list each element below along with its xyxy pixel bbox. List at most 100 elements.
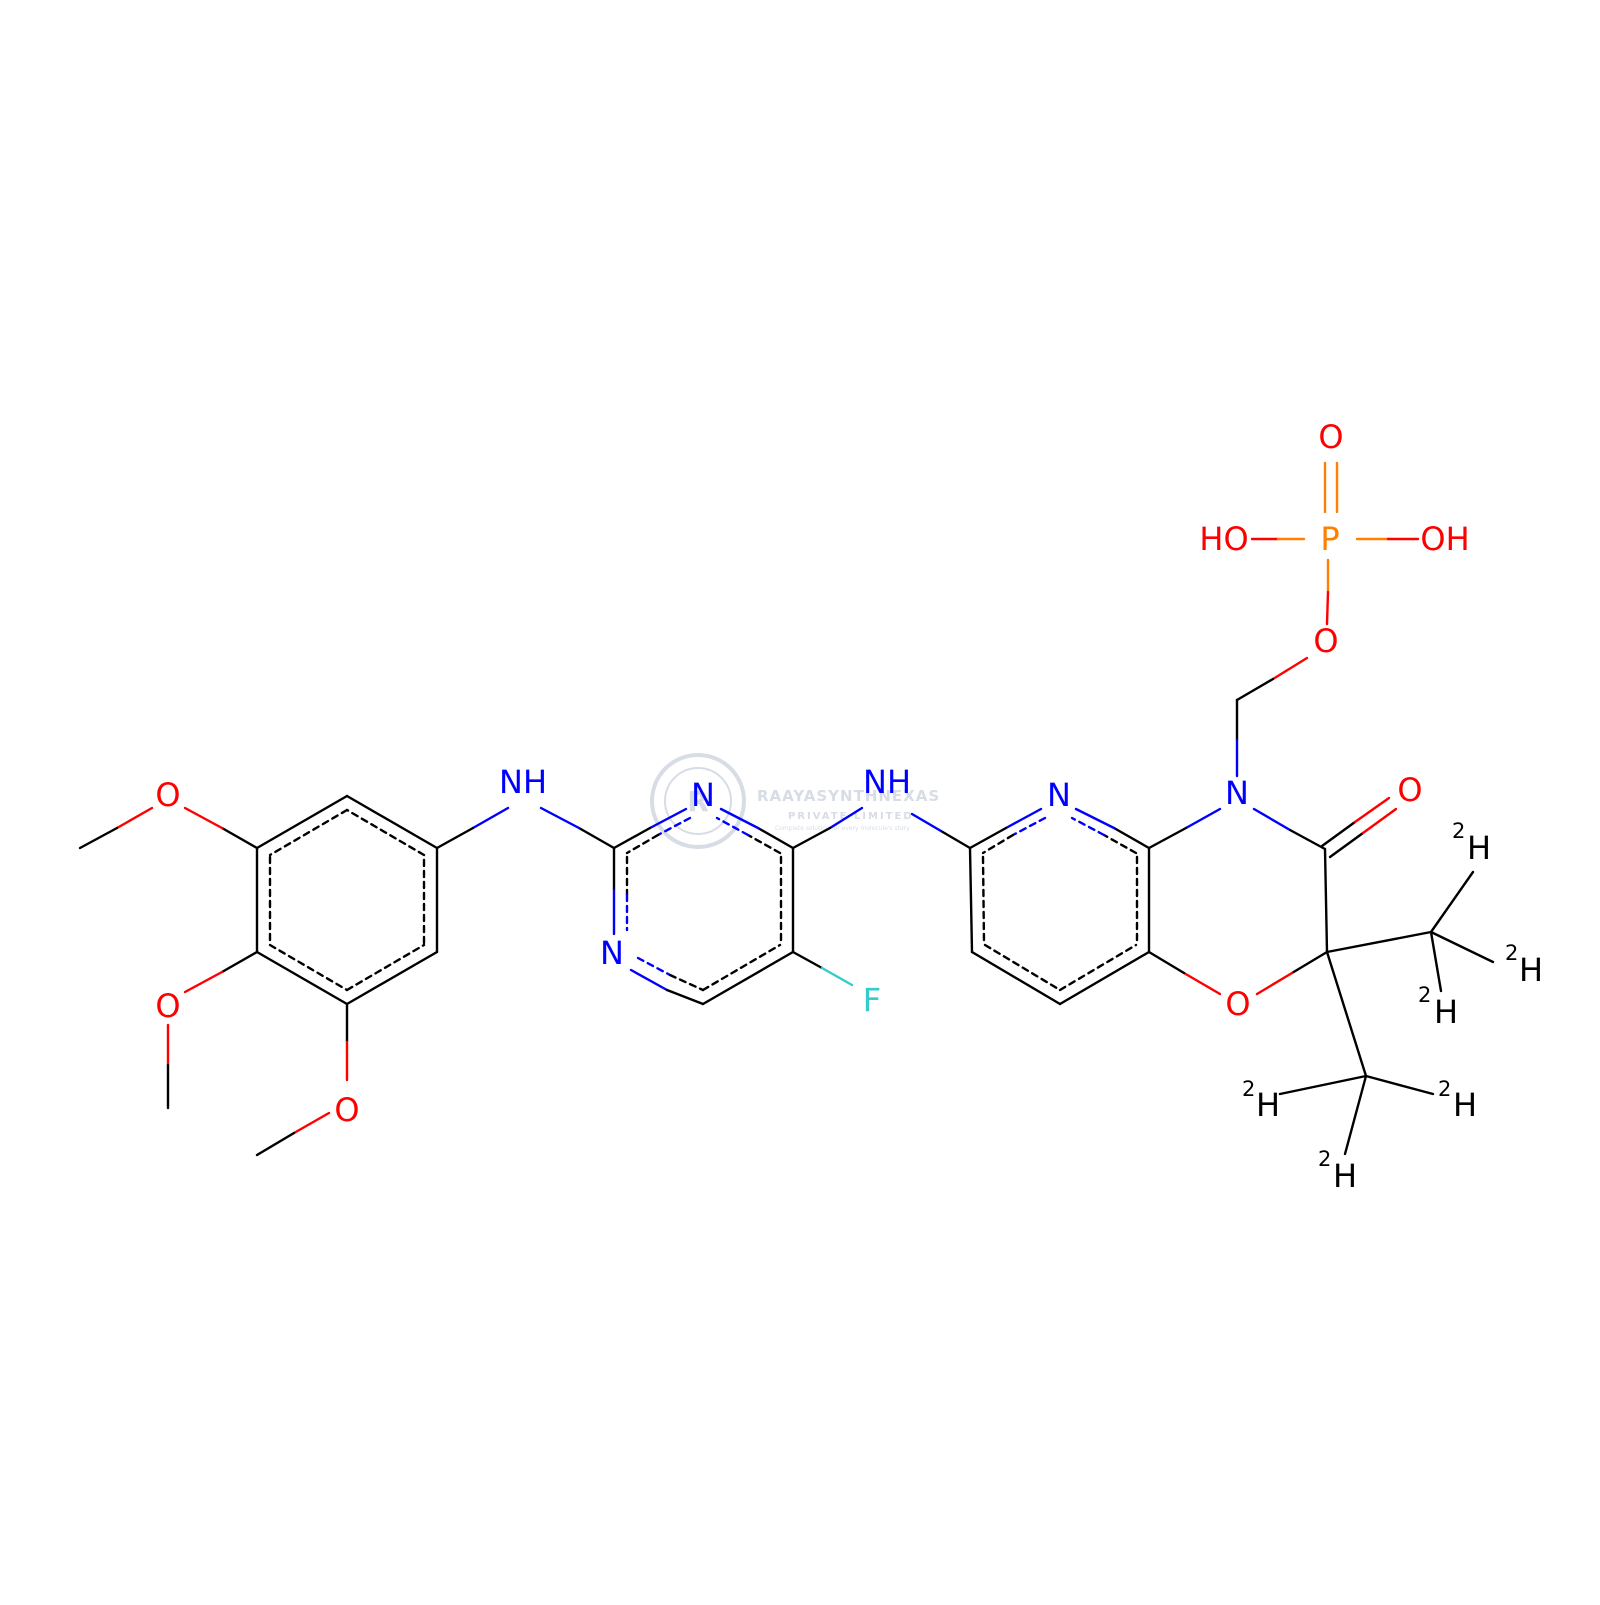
bond-c4-c4a-aromatic bbox=[1058, 943, 1138, 992]
atom-oh-right: OH bbox=[1420, 520, 1469, 558]
bond-n-c3-c bbox=[1288, 828, 1327, 851]
isotope-superscript: 2 bbox=[1438, 1077, 1451, 1101]
atom-p: P bbox=[1320, 520, 1339, 558]
watermark-seal-inner bbox=[664, 767, 732, 835]
bond-c2-cd3-a bbox=[1325, 930, 1433, 954]
bond-c2-o-c bbox=[1290, 950, 1329, 975]
bond-o-me-bot-o bbox=[292, 1111, 331, 1135]
bond-o-c4a-c bbox=[1147, 950, 1186, 975]
bond-c5ph-c6ph-aromatic bbox=[345, 943, 426, 992]
bond-c8a-npy-arom-n bbox=[1070, 816, 1106, 837]
bond-c2pym-nh-c bbox=[577, 826, 616, 850]
bond-n3-c2pym-c bbox=[612, 826, 652, 850]
bond-c3ph-o-o bbox=[183, 806, 224, 830]
bond-c4ph-c5ph-aromatic bbox=[268, 943, 349, 992]
bond-c5-c4 bbox=[970, 950, 1062, 1006]
bond-c3-o-double-a-c bbox=[1328, 831, 1365, 859]
bond-c2-o-o bbox=[1255, 971, 1294, 996]
bond-o-ch2-o bbox=[1271, 656, 1309, 681]
bond-n3-c2pym-n bbox=[648, 807, 688, 830]
atom-n-oxazinone: N bbox=[1225, 774, 1249, 812]
atom-deuterium-4: 2 H bbox=[1242, 1077, 1280, 1124]
atom-deuterium-3: 2 H bbox=[1418, 983, 1458, 1031]
bond-o-me-bot-c bbox=[255, 1131, 296, 1157]
bond-layer bbox=[78, 461, 1495, 1157]
bond-n-c3-n bbox=[1252, 807, 1292, 832]
bond-c4ph-o-c bbox=[220, 950, 259, 974]
bond-c6pym-c5pym bbox=[701, 950, 795, 1006]
bond-o-c4a-o bbox=[1182, 971, 1222, 996]
bond-c8a-npy-c bbox=[1112, 826, 1151, 850]
atom-n-pyrimidine-top: N bbox=[691, 776, 715, 814]
bond-c5pym-f-c bbox=[791, 950, 824, 970]
bond-npy-c6-arom-c bbox=[981, 833, 1015, 855]
bond-c3ph-o-c bbox=[220, 826, 259, 850]
atom-nh-left: NH bbox=[499, 763, 547, 801]
atom-d-symbol: H bbox=[1453, 1086, 1477, 1124]
atom-o-methoxy-top: O bbox=[155, 776, 180, 814]
atom-deuterium-6: 2 H bbox=[1318, 1147, 1357, 1195]
atom-o-linker: O bbox=[1313, 622, 1338, 660]
bond-c8a-npy-arom-c bbox=[1102, 833, 1138, 855]
watermark-seal-letter: R bbox=[687, 785, 709, 818]
atom-ho-left: HO bbox=[1199, 520, 1248, 558]
atom-n-pyridine: N bbox=[1047, 776, 1071, 814]
bond-n3-c2pym-arom-n bbox=[656, 816, 692, 837]
bond-npy-c6-c bbox=[968, 826, 1008, 850]
bond-c4pym-n3-arom-c bbox=[746, 833, 782, 855]
bond-c4ph-c5ph bbox=[255, 950, 349, 1006]
bond-o-me-top-o bbox=[115, 806, 154, 830]
isotope-superscript: 2 bbox=[1418, 983, 1431, 1007]
bond-c6-c5 bbox=[968, 846, 974, 954]
bond-nh-c1ph-n bbox=[471, 806, 510, 830]
atom-deuterium-2: 2 H bbox=[1505, 941, 1543, 989]
bond-nh-c1ph-c bbox=[435, 826, 475, 850]
bond-n-c8a-n bbox=[1184, 807, 1222, 830]
bond-c3-o-double-b-o bbox=[1353, 796, 1391, 824]
bond-c3-c2 bbox=[1323, 847, 1329, 954]
atom-nh-right: NH bbox=[863, 763, 911, 801]
bond-cd3a-d3 bbox=[1429, 930, 1443, 993]
atom-d-symbol: H bbox=[1333, 1157, 1357, 1195]
bond-c4-c4a bbox=[1058, 950, 1151, 1006]
bond-c5-c4-aromatic bbox=[983, 943, 1062, 992]
atom-o-methoxy-bottom: O bbox=[334, 1091, 359, 1129]
bond-npy-c6-n bbox=[1004, 807, 1043, 830]
bond-c1-c2 bbox=[345, 794, 439, 850]
bond-c4ph-o-o bbox=[183, 970, 224, 994]
bond-cd3a-d2 bbox=[1429, 930, 1495, 964]
bond-c3-o-double-b-c bbox=[1320, 820, 1357, 848]
bond-c5pym-f-f bbox=[820, 966, 854, 987]
atom-n-pyrimidine-bottom: N bbox=[600, 934, 624, 972]
isotope-superscript: 2 bbox=[1452, 819, 1465, 843]
atom-o-carbonyl: O bbox=[1397, 771, 1422, 809]
bond-c1-c2-aromatic bbox=[345, 808, 426, 857]
isotope-superscript: 2 bbox=[1505, 941, 1518, 965]
bond-c6-nh-c bbox=[939, 829, 972, 850]
atom-d-symbol: H bbox=[1467, 829, 1491, 867]
bond-c2-c3ph bbox=[255, 794, 349, 850]
bond-c4pym-n3-c bbox=[756, 826, 795, 850]
bond-o-me-top-c bbox=[78, 826, 119, 850]
bond-c2-c3ph-aromatic bbox=[268, 808, 349, 857]
atom-labels: O HO P OH O N O N NH N N F NH O O O O 2 … bbox=[155, 418, 1543, 1195]
isotope-superscript: 2 bbox=[1242, 1077, 1255, 1101]
bond-n1-c6pym-arom-c bbox=[668, 973, 705, 992]
isotope-superscript: 2 bbox=[1318, 1147, 1331, 1171]
atom-d-symbol: H bbox=[1434, 993, 1458, 1031]
bond-o-ch2-c bbox=[1235, 677, 1275, 702]
atom-d-symbol: H bbox=[1256, 1086, 1280, 1124]
bond-nh-c4pym-n bbox=[828, 806, 864, 830]
watermark-subtitle: PRIVATE LIMITED bbox=[788, 811, 914, 822]
bond-c6-nh-n bbox=[910, 812, 943, 833]
atom-d-symbol: H bbox=[1519, 951, 1543, 989]
atom-o-methoxy-mid: O bbox=[155, 987, 180, 1025]
bond-c4pym-n3-arom-n bbox=[715, 816, 750, 837]
watermark-seal bbox=[650, 753, 746, 849]
bond-c2pym-nh-n bbox=[539, 806, 581, 830]
atom-o-ring: O bbox=[1225, 985, 1250, 1023]
atom-f: F bbox=[863, 981, 881, 1019]
bond-n1-c6pym-c bbox=[665, 988, 705, 1006]
